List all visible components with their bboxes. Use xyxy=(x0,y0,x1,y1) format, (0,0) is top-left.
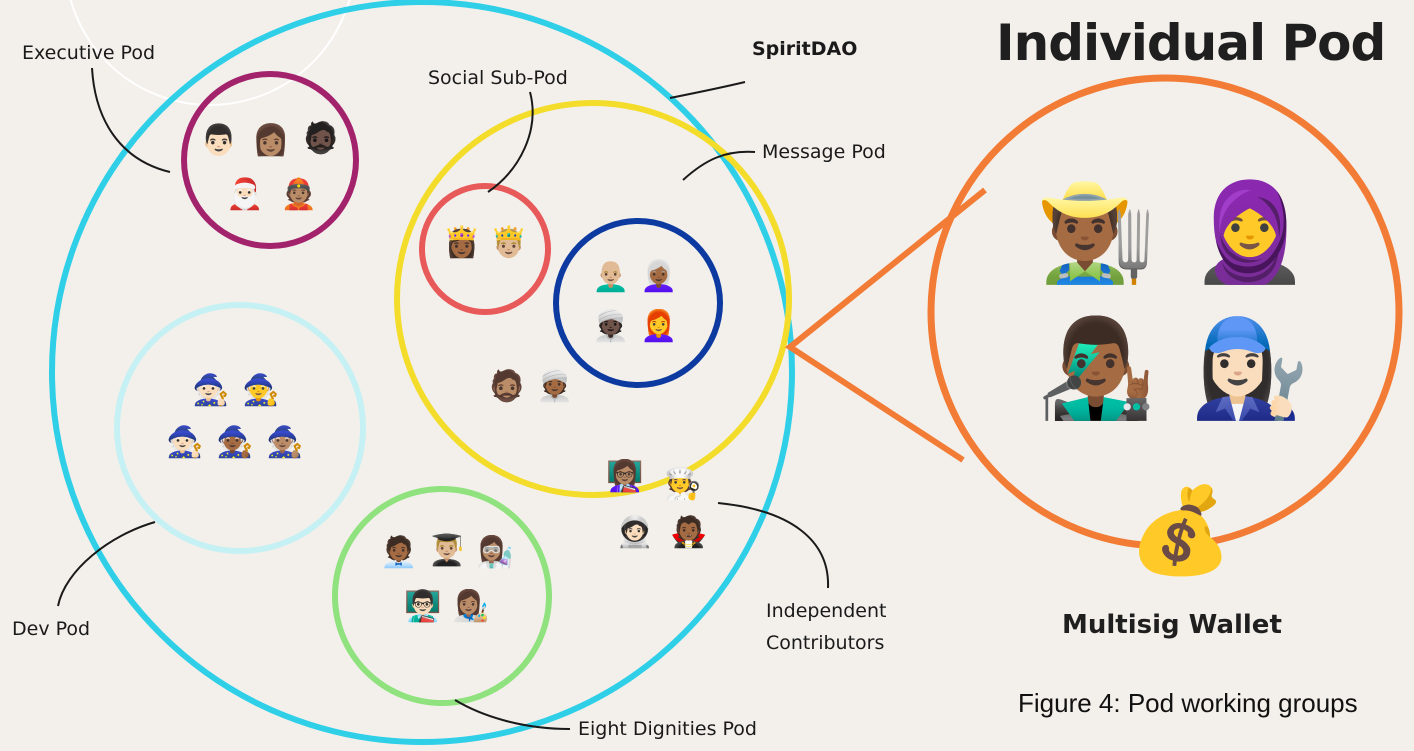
eight-dignities-member-emoji: 👩🏽‍🎨 xyxy=(452,589,490,624)
executive-pod-circle xyxy=(181,71,359,249)
individual-member-emoji: 🧕 xyxy=(1190,176,1310,288)
eight-dignities-pod-circle xyxy=(332,486,552,706)
eight-dignities-member-emoji: 👨🏻‍🏫 xyxy=(404,589,442,624)
executive-leader-line xyxy=(91,67,171,173)
eight-leader-line xyxy=(454,699,571,730)
message-pod-label: Message Pod xyxy=(762,141,886,163)
message-pod-circle xyxy=(394,100,792,498)
individual-member-emoji: 👨🏾‍🎤 xyxy=(1036,312,1156,424)
message-member-emoji: 👳🏾 xyxy=(536,369,574,404)
figure-caption: Figure 4: Pod working groups xyxy=(1018,688,1358,718)
spiritdao-label: SpiritDAO xyxy=(752,38,858,60)
eight-dignities-pod-label: Eight Dignities Pod xyxy=(578,718,757,740)
social-sub-pod-circle xyxy=(419,183,551,315)
message-member-emoji: 🧔🏽 xyxy=(488,369,526,404)
message-member-emoji: 👩‍🦰 xyxy=(640,309,678,344)
dev-pod-label: Dev Pod xyxy=(12,618,91,640)
spiritdao-leader-line xyxy=(669,81,746,99)
independent-contributor-emoji: 🧑🏻‍🚀 xyxy=(616,515,654,550)
individual-pod-title: Individual Pod xyxy=(996,14,1386,72)
background-faint-circle xyxy=(69,0,351,106)
dev-member-emoji: 🧙🏻 xyxy=(192,373,230,408)
independent-contributor-emoji: 🧛🏾 xyxy=(670,515,708,550)
independent-leader-line xyxy=(717,502,830,589)
dev-pod-circle xyxy=(114,302,366,554)
social-member-emoji: 🤴🏼 xyxy=(490,225,528,260)
dev-member-emoji: 🧙🏽 xyxy=(266,425,304,460)
executive-pod-label: Executive Pod xyxy=(22,42,156,64)
social-sub-pod-label: Social Sub-Pod xyxy=(428,67,568,89)
dev-member-emoji: 🧙 xyxy=(242,373,280,408)
individual-pod-callout xyxy=(784,187,987,463)
independent-contributors-label-line2: Contributors xyxy=(766,632,885,654)
executive-member-emoji: 🎅🏻 xyxy=(226,177,264,212)
executive-member-emoji: 🧔🏿 xyxy=(302,121,340,156)
money-bag-icon: 💰 xyxy=(1128,481,1233,579)
spiritdao-circle xyxy=(49,0,795,745)
social-leader-line xyxy=(487,91,534,193)
independent-contributors-label-line1: Independent xyxy=(766,600,887,622)
eight-dignities-member-emoji: 👨🏼‍🎓 xyxy=(428,533,466,568)
message-member-emoji: 👩🏾‍🦳 xyxy=(640,259,678,294)
dev-member-emoji: 🧙🏾 xyxy=(216,425,254,460)
individual-member-emoji: 👩🏻‍🔧 xyxy=(1190,312,1310,424)
dev-member-emoji: 🧙🏻 xyxy=(166,425,204,460)
message-member-emoji: 👳🏿 xyxy=(592,309,630,344)
individual-pod-circle xyxy=(927,74,1403,550)
dev-leader-line xyxy=(57,521,156,607)
message-leader-line xyxy=(682,150,756,181)
independent-contributor-emoji: 👩🏽‍🏫 xyxy=(606,459,644,494)
eight-dignities-member-emoji: 👩🏽‍🔬 xyxy=(476,535,514,570)
message-inner-circle xyxy=(553,218,723,388)
social-member-emoji: 👸🏾 xyxy=(443,225,481,260)
executive-member-emoji: 👩🏽 xyxy=(252,123,290,158)
individual-member-emoji: 👨🏾‍🌾 xyxy=(1036,176,1156,288)
multisig-wallet-label: Multisig Wallet xyxy=(1062,610,1282,640)
message-member-emoji: 👨🏼‍🦲 xyxy=(592,259,630,294)
executive-member-emoji: 👨🏻 xyxy=(200,123,238,158)
independent-contributor-emoji: 🧑‍🍳 xyxy=(664,467,702,502)
eight-dignities-member-emoji: 🧑🏾‍💼 xyxy=(380,535,418,570)
executive-member-emoji: 👲🏽 xyxy=(280,177,318,212)
